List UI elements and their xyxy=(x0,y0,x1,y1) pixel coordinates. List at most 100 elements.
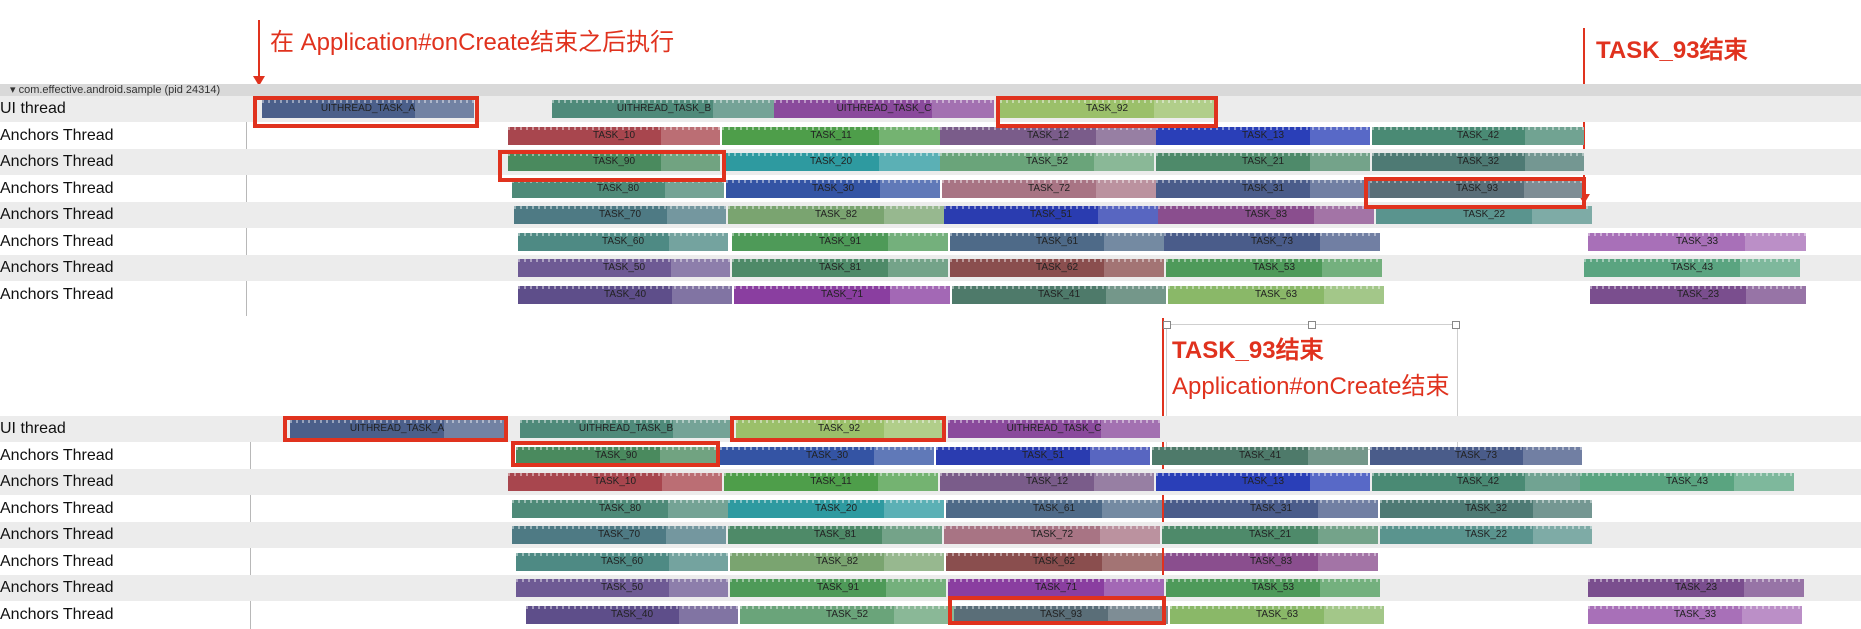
task-slice[interactable]: TASK_30 xyxy=(726,179,940,198)
task-slice[interactable]: TASK_82 xyxy=(728,206,944,224)
task-slice[interactable]: TASK_81 xyxy=(732,259,948,277)
task-slice[interactable]: TASK_80 xyxy=(512,499,728,518)
task-slice[interactable]: TASK_53 xyxy=(1166,579,1380,597)
task-slice[interactable]: TASK_70 xyxy=(512,526,726,544)
task-slice[interactable]: TASK_60 xyxy=(516,552,728,571)
task-slice[interactable]: TASK_92 xyxy=(1000,100,1214,118)
task-slice[interactable]: TASK_70 xyxy=(514,206,726,224)
task-slice[interactable]: TASK_31 xyxy=(1156,179,1370,198)
task-slice[interactable]: TASK_20 xyxy=(728,499,944,518)
task-slice[interactable]: TASK_40 xyxy=(526,605,738,624)
task-slice[interactable]: TASK_22 xyxy=(1380,526,1592,544)
task-slice[interactable]: TASK_43 xyxy=(1580,473,1794,491)
task-slice[interactable]: TASK_51 xyxy=(936,446,1150,465)
task-slice[interactable]: UITHREAD_TASK_B xyxy=(520,420,732,438)
task-slice[interactable]: TASK_41 xyxy=(1152,446,1368,465)
task-slice[interactable]: TASK_92 xyxy=(736,420,942,438)
task-slice[interactable]: TASK_90 xyxy=(516,446,716,465)
task-slice[interactable]: TASK_31 xyxy=(1164,499,1378,518)
task-slice[interactable]: TASK_30 xyxy=(720,446,934,465)
task-slice[interactable]: UITHREAD_TASK_B xyxy=(552,100,776,118)
task-slice[interactable]: TASK_61 xyxy=(950,232,1164,251)
task-slice[interactable]: TASK_63 xyxy=(1170,605,1384,624)
task-slice[interactable]: TASK_23 xyxy=(1590,285,1806,304)
task-slice[interactable]: TASK_11 xyxy=(724,473,938,491)
task-slice[interactable]: TASK_33 xyxy=(1588,232,1806,251)
task-slice[interactable]: UITHREAD_TASK_A xyxy=(262,100,474,118)
task-slice[interactable]: TASK_22 xyxy=(1376,206,1592,224)
task-slice[interactable]: TASK_53 xyxy=(1166,259,1382,277)
task-slice[interactable]: TASK_73 xyxy=(1370,446,1582,465)
task-slice[interactable]: TASK_62 xyxy=(950,259,1164,277)
task-slice[interactable]: TASK_43 xyxy=(1584,259,1800,277)
task-slice[interactable]: TASK_50 xyxy=(516,579,728,597)
task-slice[interactable]: TASK_23 xyxy=(1588,579,1804,597)
task-slice[interactable]: TASK_40 xyxy=(518,285,732,304)
task-slice[interactable]: UITHREAD_TASK_C xyxy=(774,100,994,118)
task-slice[interactable]: UITHREAD_TASK_A xyxy=(290,420,504,438)
task-slice[interactable]: TASK_41 xyxy=(952,285,1166,304)
task-slice[interactable]: TASK_32 xyxy=(1372,153,1584,171)
selection-handle[interactable] xyxy=(1308,321,1316,329)
task-slice[interactable]: TASK_62 xyxy=(946,552,1162,571)
task-slice[interactable]: TASK_42 xyxy=(1372,126,1584,145)
task-slice[interactable]: TASK_10 xyxy=(508,126,720,145)
task-slice[interactable]: TASK_60 xyxy=(518,232,728,251)
task-slice[interactable]: TASK_91 xyxy=(730,579,946,597)
task-slice[interactable]: TASK_71 xyxy=(734,285,950,304)
task-slice[interactable]: TASK_82 xyxy=(730,552,944,571)
task-slice[interactable]: TASK_21 xyxy=(1156,153,1370,171)
task-slice[interactable]: TASK_72 xyxy=(942,179,1156,198)
task-slice[interactable]: TASK_12 xyxy=(940,473,1154,491)
task-slice[interactable]: TASK_13 xyxy=(1156,126,1370,145)
task-slice[interactable]: TASK_90 xyxy=(508,153,720,171)
process-header[interactable]: ▾ com.effective.android.sample (pid 2431… xyxy=(0,84,1861,96)
task-slice[interactable]: TASK_52 xyxy=(740,605,954,624)
task-slice[interactable]: TASK_50 xyxy=(518,259,730,277)
selection-handle[interactable] xyxy=(1452,321,1460,329)
task-slice[interactable]: TASK_51 xyxy=(944,206,1158,224)
task-slice[interactable]: TASK_81 xyxy=(728,526,942,544)
selection-handle[interactable] xyxy=(1163,321,1171,329)
task-slice[interactable]: TASK_83 xyxy=(1158,206,1374,224)
task-slice[interactable]: TASK_71 xyxy=(948,579,1164,597)
task-slice-ticks xyxy=(508,473,722,476)
task-slice[interactable]: TASK_72 xyxy=(944,526,1160,544)
task-slice[interactable]: UITHREAD_TASK_C xyxy=(948,420,1160,438)
task-slice[interactable]: TASK_80 xyxy=(512,179,724,198)
task-slice[interactable]: TASK_33 xyxy=(1588,605,1802,624)
task-slice[interactable]: TASK_12 xyxy=(940,126,1156,145)
task-slice[interactable]: TASK_83 xyxy=(1164,552,1378,571)
task-slice[interactable]: TASK_61 xyxy=(946,499,1162,518)
task-slice[interactable]: TASK_52 xyxy=(940,153,1154,171)
task-slice[interactable]: TASK_63 xyxy=(1168,285,1384,304)
triangle-down-icon[interactable]: ▾ xyxy=(10,84,16,96)
task-slice[interactable]: TASK_21 xyxy=(1162,526,1378,544)
task-slice[interactable]: TASK_93 xyxy=(954,605,1168,624)
task-slice[interactable]: TASK_32 xyxy=(1380,499,1592,518)
task-slice[interactable]: TASK_11 xyxy=(722,126,940,145)
task-slice[interactable]: TASK_42 xyxy=(1372,473,1584,491)
task-slice[interactable]: TASK_13 xyxy=(1156,473,1370,491)
task-slice[interactable]: TASK_10 xyxy=(508,473,722,491)
task-slice[interactable]: TASK_73 xyxy=(1164,232,1380,251)
task-slice[interactable]: TASK_91 xyxy=(732,232,948,251)
task-slice[interactable]: TASK_20 xyxy=(722,153,940,171)
task-slice[interactable]: TASK_93 xyxy=(1370,179,1584,198)
